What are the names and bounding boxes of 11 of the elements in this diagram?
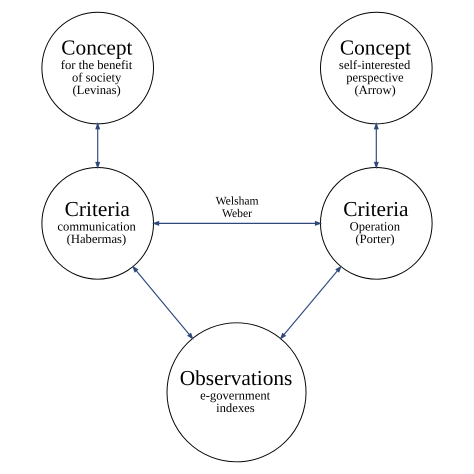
arrow [280,266,342,340]
node-circle: Criteria Operation (Porter) [320,167,433,280]
arrow [152,220,322,226]
edge-label: Welsham Weber [216,194,259,220]
node-circle: Concept for the benefit of society (Levinas) [41,12,154,124]
node-circle: Criteria communication (Habermas) [41,167,154,280]
node-circle: Concept self-interested perspective (Arrow) [320,12,433,124]
arrow [374,122,379,170]
node-circle: Observations e-government indexes [166,322,307,462]
arrow [132,266,194,340]
arrow [95,122,100,170]
